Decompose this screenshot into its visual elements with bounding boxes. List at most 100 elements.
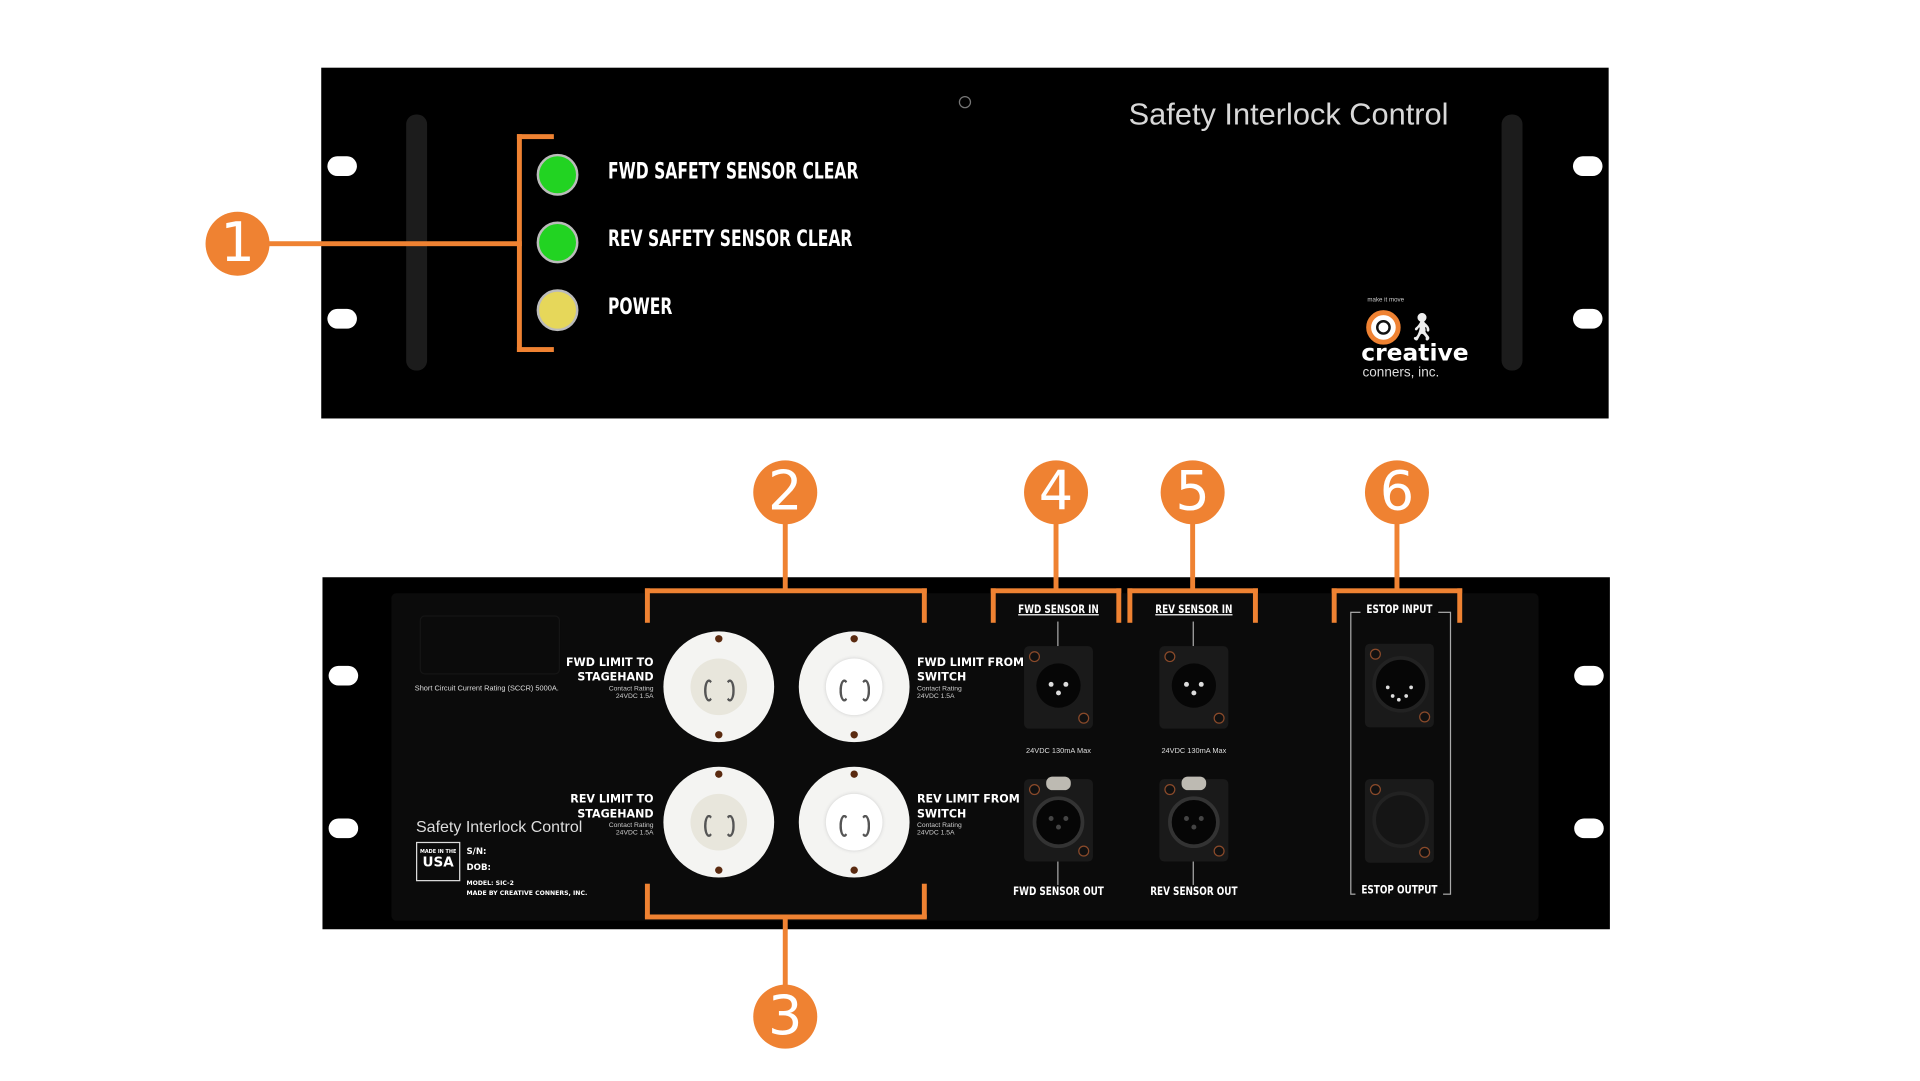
fwd-sensor-in-label: FWD SENSOR IN <box>1018 604 1099 617</box>
label-line: FWD LIMIT TO <box>565 657 654 670</box>
bracket-tick <box>1127 588 1133 623</box>
rating-line: Contact Rating <box>608 822 654 830</box>
company-logo: make it move 🚶︎ creative conners, inc. <box>1355 296 1469 385</box>
label-line: STAGEHAND <box>577 672 654 685</box>
rear-panel <box>322 577 1610 930</box>
rack-ear-hole <box>1572 156 1603 177</box>
connector-line <box>1057 621 1059 647</box>
usa-text: USA <box>422 854 454 871</box>
label-line: STAGEHAND <box>577 808 654 821</box>
receptacle-rev-to-stagehand <box>663 766 775 878</box>
bracket-3 <box>644 914 927 920</box>
rating-line: 24VDC 1.5A <box>615 829 654 837</box>
rack-ear-hole <box>327 156 357 177</box>
rack-handle <box>1501 114 1523 371</box>
led-power <box>536 289 579 332</box>
bracket-2 <box>644 588 927 594</box>
callout-5: 5 <box>1160 460 1225 525</box>
fwd-sensor-rating: 24VDC 130mA Max <box>1026 748 1091 756</box>
callout-2: 2 <box>753 460 818 525</box>
rear-plate <box>391 593 1539 921</box>
bracket-tick <box>1457 588 1463 623</box>
receptacle-fwd-to-stagehand <box>663 631 775 743</box>
connector-line <box>1057 861 1059 885</box>
estop-output-label: ESTOP OUTPUT <box>1355 884 1444 898</box>
front-title: Safety Interlock Control <box>1128 97 1449 132</box>
screw-icon <box>958 96 972 109</box>
label-line: SWITCH <box>916 672 967 685</box>
rev-sensor-in-label: REV SENSOR IN <box>1155 604 1233 617</box>
bracket-tick <box>1252 588 1258 623</box>
sccr-text: Short Circuit Current Rating (SCCR) 5000… <box>414 685 559 693</box>
bracket-tick <box>644 883 650 919</box>
bracket-tick <box>516 347 554 353</box>
callout-3: 3 <box>753 984 818 1049</box>
label-area <box>419 615 561 675</box>
label-rev-from-switch: REV LIMIT FROM SWITCH Contact Rating 24V… <box>917 793 1020 837</box>
xlr-male-fwd-in <box>1024 646 1093 729</box>
rating-line: 24VDC 1.5A <box>916 829 955 837</box>
xlr-female-rev-out <box>1159 776 1229 862</box>
label-fwd-sensor: FWD SAFETY SENSOR CLEAR <box>608 158 859 185</box>
maker-text: MADE BY CREATIVE CONNERS, INC. <box>466 889 588 898</box>
receptacle-fwd-from-switch <box>798 631 910 743</box>
logo-name: creative <box>1361 339 1469 367</box>
rating-line: Contact Rating <box>608 685 654 693</box>
rear-title: Safety Interlock Control <box>416 817 583 836</box>
model-text: MODEL: SIC-2 <box>466 880 514 888</box>
front-panel: Safety Interlock Control FWD SAFETY SENS… <box>321 67 1609 419</box>
callout-4: 4 <box>1024 460 1089 525</box>
callout-line <box>782 521 788 591</box>
made-in-usa-badge: MADE IN THE USA <box>416 841 461 882</box>
callout-1: 1 <box>205 211 270 276</box>
bracket-tick <box>921 588 927 623</box>
label-rev-sensor: REV SAFETY SENSOR CLEAR <box>608 226 853 253</box>
rating-line: Contact Rating <box>916 685 962 693</box>
rating-line: 24VDC 1.5A <box>916 692 955 701</box>
callout-line <box>267 241 522 247</box>
logo-figure-icon: 🚶︎ <box>1404 311 1439 343</box>
bracket-tick <box>1331 588 1337 623</box>
logo-sub: conners, inc. <box>1362 365 1440 381</box>
logo-wheel-hub <box>1376 320 1391 335</box>
label-rev-to-stagehand: REV LIMIT TO STAGEHAND Contact Rating 24… <box>570 793 653 837</box>
bracket-tick <box>644 588 650 623</box>
label-power: POWER <box>608 294 673 321</box>
bracket-tick <box>921 883 927 919</box>
bracket-1 <box>516 134 522 353</box>
callout-line <box>1190 521 1196 591</box>
bracket-6 <box>1331 588 1463 594</box>
xlr5-female-estop-out <box>1364 779 1434 863</box>
rack-ear-hole <box>1574 818 1604 839</box>
rating-line: 24VDC 1.5A <box>615 692 654 701</box>
callout-6: 6 <box>1364 460 1429 525</box>
xlr-female-fwd-out <box>1024 776 1093 862</box>
logo-tagline: make it move <box>1367 296 1405 305</box>
label-line: FWD LIMIT FROM <box>916 657 1025 670</box>
label-line: REV LIMIT FROM <box>916 793 1020 807</box>
label-fwd-from-switch: FWD LIMIT FROM SWITCH Contact Rating 24V… <box>917 656 1024 700</box>
led-rev-sensor <box>536 221 579 264</box>
made-in-text: MADE IN THE <box>419 848 457 855</box>
receptacle-rev-from-switch <box>798 766 910 878</box>
bracket-tick <box>990 588 996 623</box>
estop-input-label: ESTOP INPUT <box>1360 604 1439 617</box>
xlr5-male-estop-in <box>1364 643 1434 728</box>
connector-line <box>1192 861 1194 885</box>
label-line: REV LIMIT TO <box>570 793 654 807</box>
sn-label: S/N: <box>466 846 487 857</box>
bracket-tick <box>516 134 554 140</box>
callout-line <box>1394 521 1400 591</box>
rack-ear-hole <box>327 308 357 329</box>
bracket-4 <box>990 588 1122 594</box>
bracket-tick <box>1116 588 1122 623</box>
connector-line <box>1192 621 1194 647</box>
fwd-sensor-out-label: FWD SENSOR OUT <box>1013 886 1104 899</box>
xlr-male-rev-in <box>1159 646 1229 729</box>
rev-sensor-out-label: REV SENSOR OUT <box>1150 886 1238 899</box>
rack-ear-hole <box>1572 308 1603 329</box>
rack-ear-hole <box>328 818 359 839</box>
bracket-5 <box>1127 588 1258 594</box>
rack-ear-hole <box>328 665 359 686</box>
